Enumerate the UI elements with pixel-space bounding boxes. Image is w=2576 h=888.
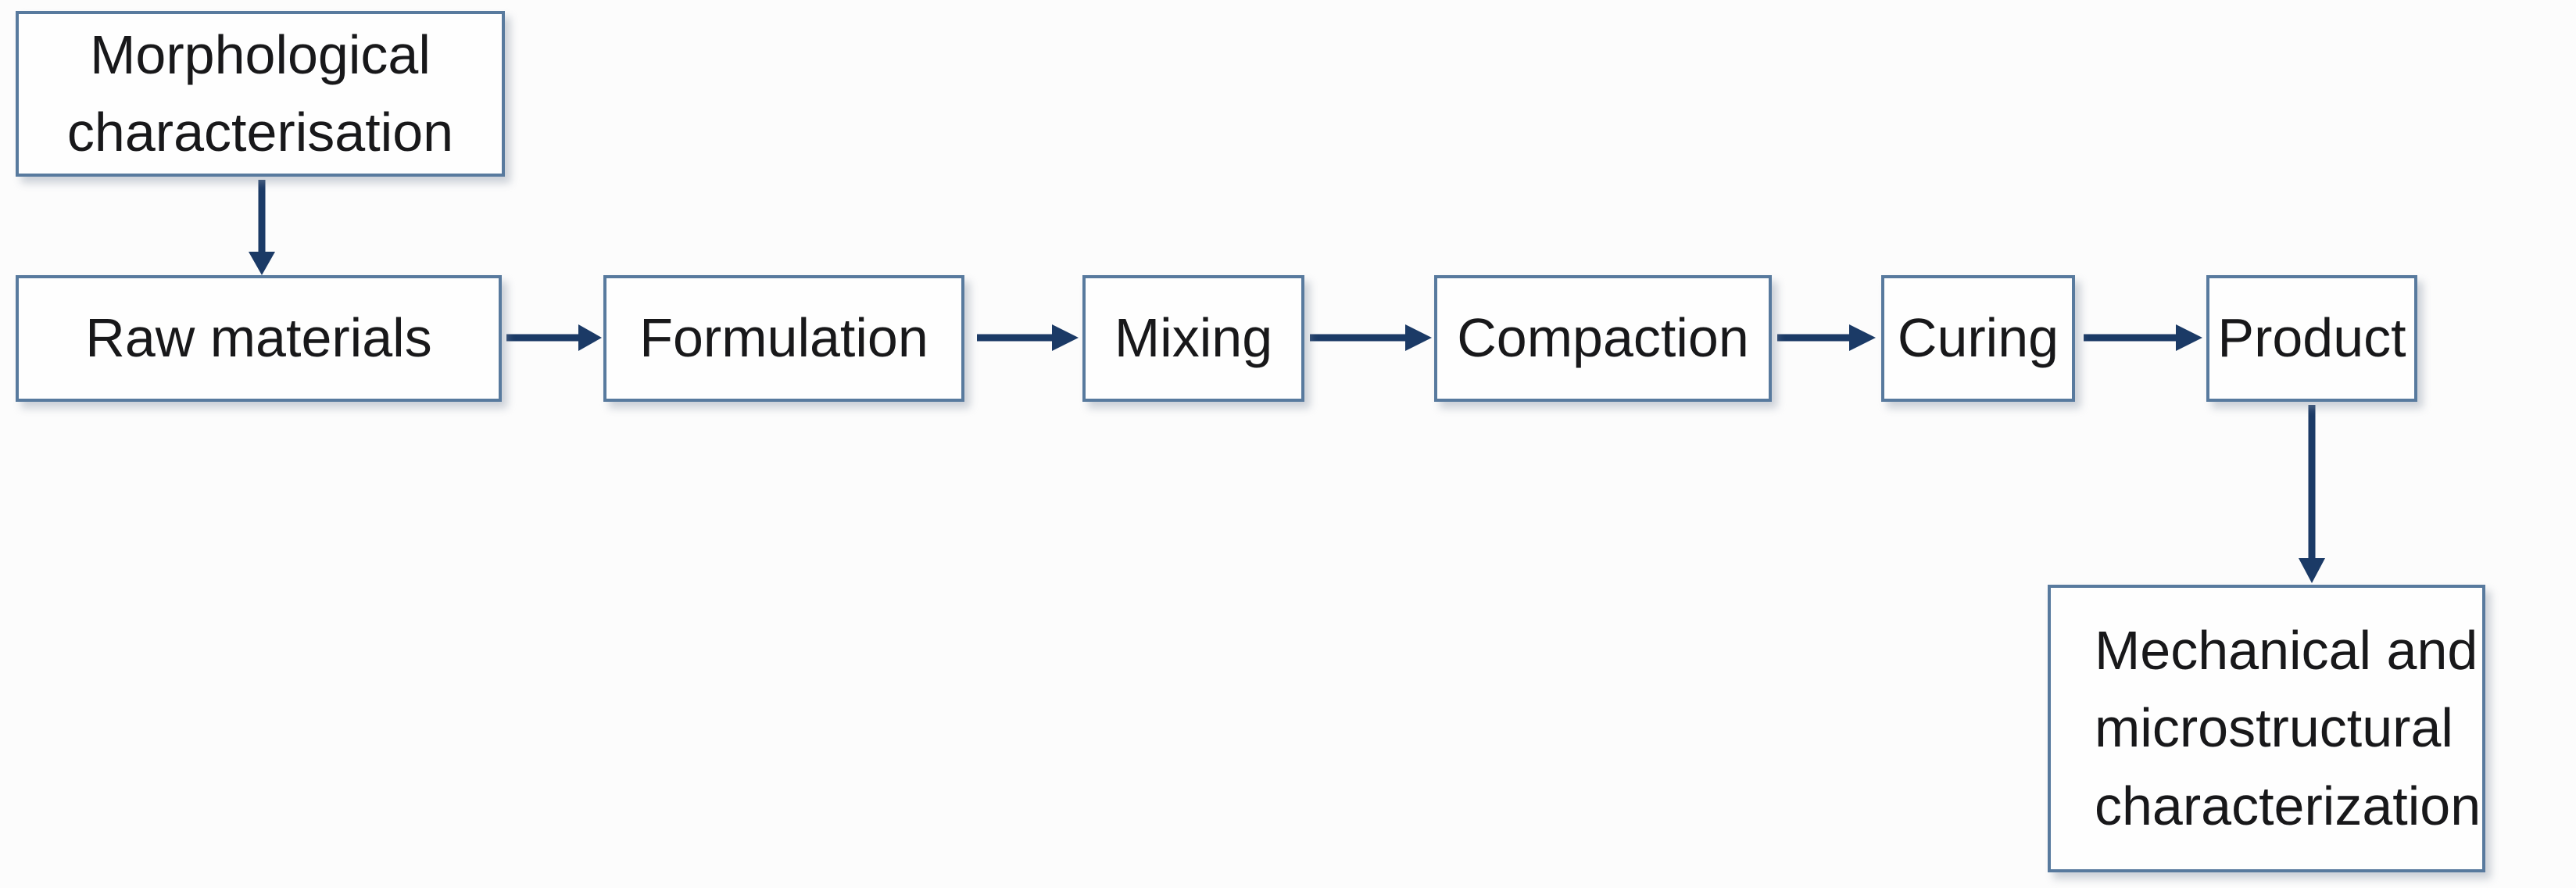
arrow-compaction-to-curing — [1777, 324, 1876, 351]
arrowhead-right-icon — [2176, 324, 2202, 351]
node-label: Mechanical and microstructural character… — [2095, 619, 2481, 836]
node-label: Curing — [1897, 307, 2059, 369]
arrowhead-down-icon — [2299, 558, 2325, 583]
arrowhead-right-icon — [1405, 324, 1432, 351]
node-label: Formulation — [639, 307, 928, 369]
arrow-product-to-mechanical-microstructural-characterization — [2299, 405, 2325, 583]
arrowhead-right-icon — [1052, 324, 1079, 351]
node-mixing: Mixing — [1082, 275, 1304, 402]
node-curing: Curing — [1881, 275, 2075, 402]
node-compaction: Compaction — [1434, 275, 1772, 402]
arrow-mixing-to-compaction — [1310, 324, 1432, 351]
node-label: Compaction — [1457, 307, 1749, 369]
node-label: Morphological characterisation — [66, 23, 454, 163]
arrow-formulation-to-mixing — [977, 324, 1079, 351]
node-formulation: Formulation — [603, 275, 964, 402]
node-morphological-characterisation: Morphological characterisation — [16, 11, 505, 177]
node-label: Raw materials — [85, 307, 432, 369]
node-raw-materials: Raw materials — [16, 275, 502, 402]
node-label: Product — [2217, 307, 2406, 369]
node-mechanical-microstructural-characterization: Mechanical and microstructural character… — [2048, 585, 2485, 872]
node-label: Mixing — [1114, 307, 1273, 369]
arrow-raw-materials-to-formulation — [506, 324, 602, 351]
arrow-morphological-characterisation-to-raw-materials — [249, 180, 275, 275]
arrow-curing-to-product — [2084, 324, 2202, 351]
arrowhead-right-icon — [578, 324, 602, 351]
arrowhead-down-icon — [249, 252, 275, 275]
arrowhead-right-icon — [1849, 324, 1876, 351]
node-product: Product — [2206, 275, 2417, 402]
